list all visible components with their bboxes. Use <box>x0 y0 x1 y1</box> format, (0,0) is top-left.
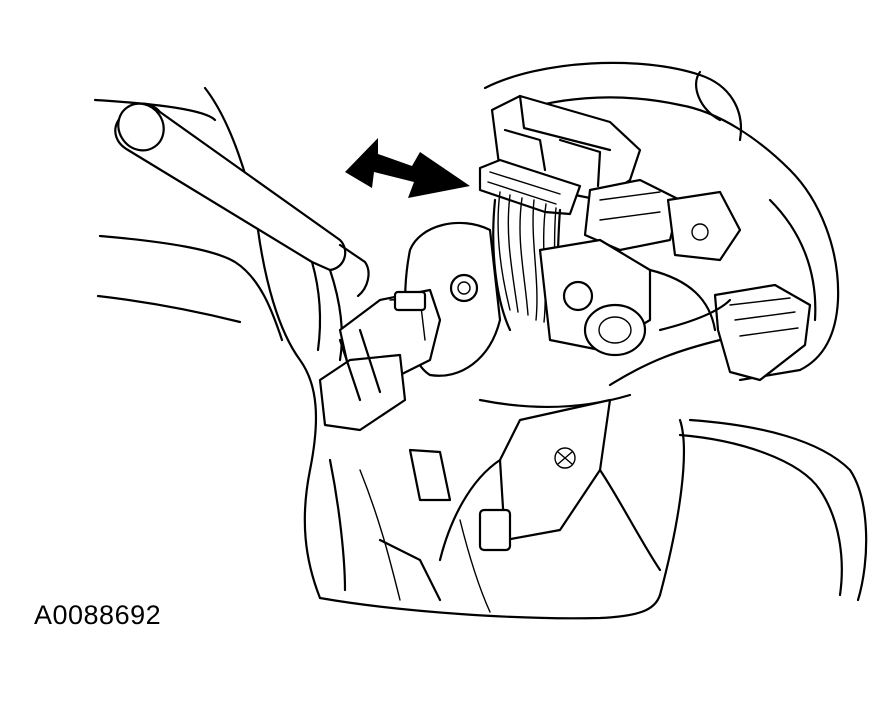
side-connector-right <box>583 178 812 387</box>
column-housing <box>483 61 840 382</box>
side-connector-left <box>318 288 442 432</box>
lower-bracket <box>438 393 662 572</box>
column-boss <box>538 238 717 357</box>
pointer-arrow-icon <box>345 138 470 198</box>
multifunction-stalk <box>114 102 370 362</box>
lower-shroud <box>318 418 868 620</box>
clockspring-connector <box>478 94 642 216</box>
figure-reference-id: A0088692 <box>34 600 162 630</box>
